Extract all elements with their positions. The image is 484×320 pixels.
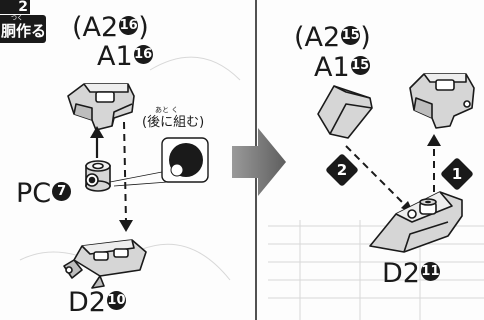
- label-a2-right-close: ): [360, 22, 371, 53]
- part-d2-10: [63, 239, 147, 289]
- part-number-badge: 15: [341, 26, 361, 45]
- arrow-pc-to-a1: [90, 126, 104, 158]
- label-a2-left-text: (A2: [72, 12, 119, 43]
- detail-callout: [109, 137, 209, 187]
- label-a2-left: (A216): [72, 14, 149, 41]
- label-a1-left-text: A1: [97, 41, 133, 72]
- guide-a1-to-d2: [119, 121, 133, 232]
- label-a2-right: (A215): [294, 24, 371, 51]
- label-a1-right: A115: [314, 54, 370, 81]
- step-1-number: 1: [451, 165, 463, 183]
- step-badge-body: つく 胴作る: [0, 15, 46, 43]
- label-d2-right-text: D2: [382, 258, 420, 289]
- part-a1-15-right: [409, 73, 475, 129]
- step-1-marker: 1: [440, 157, 474, 191]
- part-number-badge: 10: [106, 291, 126, 310]
- label-d2-left: D210: [68, 289, 126, 316]
- label-d2-left-text: D2: [68, 287, 106, 318]
- part-number-badge: 7: [52, 182, 72, 201]
- part-pc7: [85, 160, 111, 192]
- background-texture: [19, 56, 484, 320]
- part-d2-11: [369, 191, 463, 253]
- arrow-step-2: [345, 145, 414, 214]
- label-d2-right: D211: [382, 260, 440, 287]
- step-2-number: 2: [336, 161, 348, 179]
- part-a1-left: [67, 83, 135, 131]
- step-badge-title: 胴作る: [1, 22, 47, 40]
- label-a2-left-close: ): [138, 12, 149, 43]
- big-step-arrow: [232, 128, 286, 196]
- part-number-badge: 16: [119, 16, 139, 35]
- part-a2-15-right: [317, 85, 373, 139]
- step-2-marker: 2: [325, 153, 359, 187]
- label-a1-left: A116: [97, 43, 153, 70]
- step-badge-ruby: つく: [11, 15, 24, 22]
- note-assemble-later: (後に組む): [142, 115, 205, 130]
- part-number-badge: 11: [420, 262, 440, 281]
- part-number-badge: 15: [350, 56, 370, 75]
- step-badge-number: 2: [0, 0, 30, 14]
- part-number-badge: 16: [133, 45, 153, 64]
- label-pc7-text: PC: [16, 178, 52, 209]
- label-a2-right-text: (A2: [294, 22, 341, 53]
- label-a1-right-text: A1: [314, 52, 350, 83]
- note-ruby: あと く: [155, 106, 179, 114]
- arrow-step-1: [427, 134, 441, 204]
